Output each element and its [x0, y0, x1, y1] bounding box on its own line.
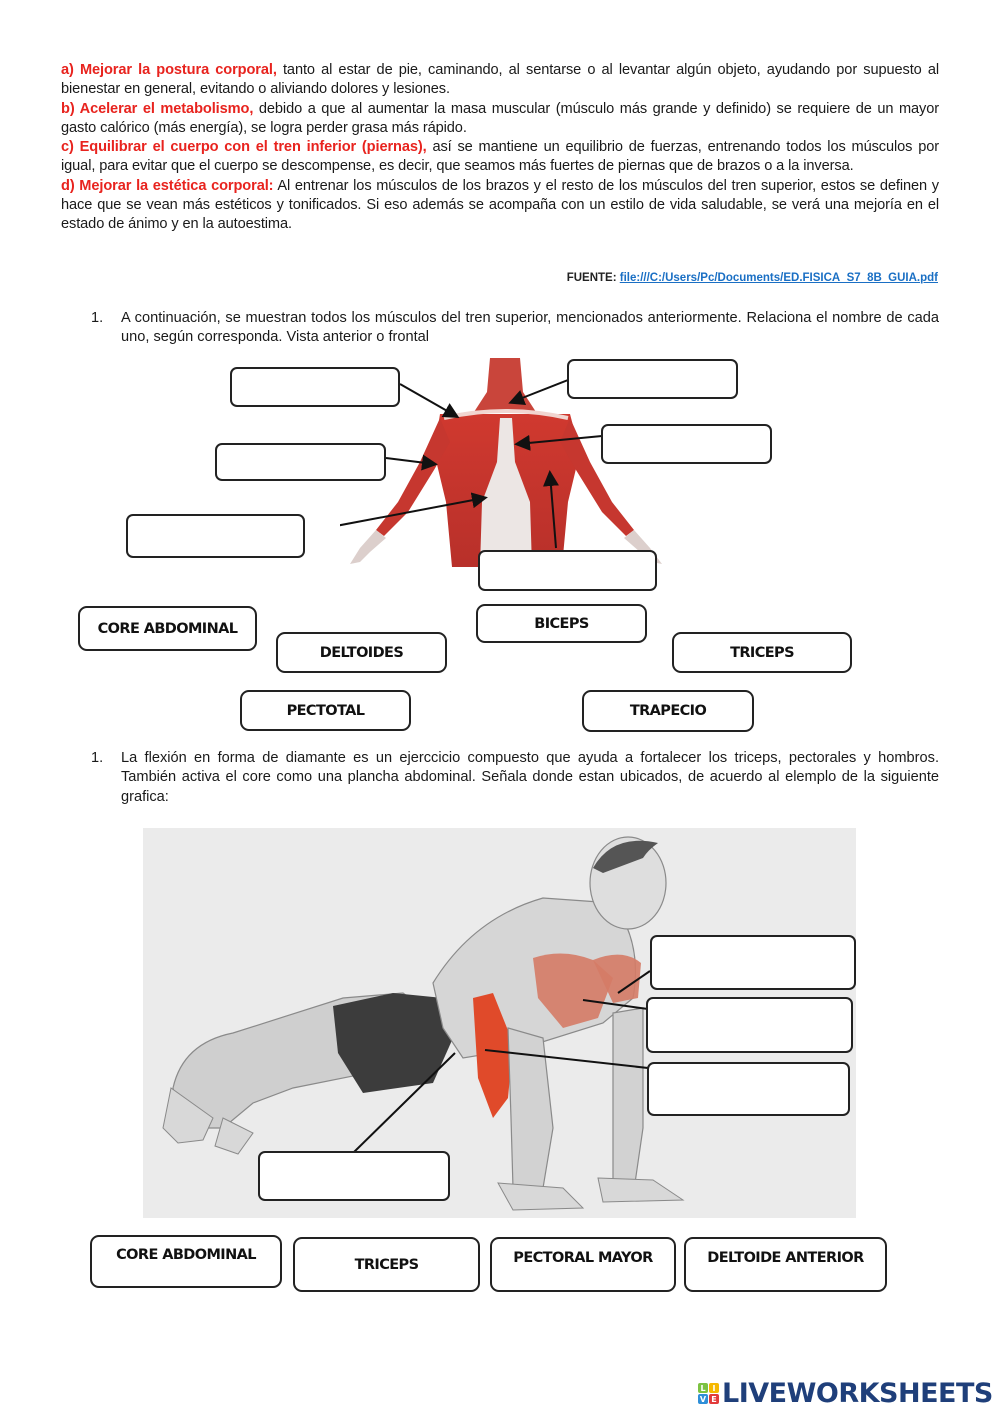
answer-input[interactable] [480, 552, 655, 589]
live-cube-icon: L I V E [698, 1383, 719, 1404]
brand-name: LIVEWORKSHEETS [722, 1378, 993, 1409]
point-c-text: así se mantiene un equilibrio de fuerzas… [61, 139, 939, 175]
point-a-text: tanto al estar de pie, caminando, al sen… [61, 62, 939, 98]
logo-letter-l: L [698, 1383, 708, 1393]
option-deltoide-anterior[interactable]: DELTOIDE ANTERIOR [684, 1237, 887, 1292]
drop-zone-1-3[interactable] [601, 424, 772, 464]
option-pectotal[interactable]: PECTOTAL [240, 690, 411, 731]
drop-zone-1-5[interactable] [126, 514, 305, 558]
drop-zone-2-2[interactable] [646, 997, 853, 1053]
source-label: FUENTE: [566, 272, 620, 284]
point-c-title: c) Equilibrar el cuerpo con el tren infe… [61, 139, 427, 156]
logo-letter-i: I [709, 1383, 719, 1393]
option-trapecio[interactable]: TRAPECIO [582, 690, 754, 732]
answer-input[interactable] [648, 999, 851, 1051]
option-triceps-2[interactable]: TRICEPS [293, 1237, 480, 1292]
option-pectoral-mayor[interactable]: PECTORAL MAYOR [490, 1237, 676, 1292]
drop-zone-1-1[interactable] [230, 367, 400, 407]
point-d-text: Al entrenar los músculos de los brazos y… [61, 177, 939, 233]
option-core-abdominal-2[interactable]: CORE ABDOMINAL [90, 1235, 282, 1288]
intro-text: a) Mejorar la postura corporal, tanto al… [61, 61, 939, 235]
source-link[interactable]: file:///C:/Users/Pc/Documents/ED.FISICA_… [619, 272, 938, 284]
option-core-abdominal[interactable]: CORE ABDOMINAL [78, 606, 257, 651]
question-text: A continuación, se muestran todos los mú… [121, 310, 939, 346]
question-1: 1. A continuación, se muestran todos los… [91, 309, 939, 348]
question-number: 1. [91, 750, 104, 766]
question-number: 1. [91, 310, 104, 326]
question-text: La flexión en forma de diamante es un ej… [121, 750, 939, 805]
question-2: 1. La flexión en forma de diamante es un… [91, 749, 939, 807]
drop-zone-2-4[interactable] [258, 1151, 450, 1201]
point-b-text: debido a que al aumentar la masa muscula… [61, 100, 939, 136]
logo-letter-e: E [709, 1394, 719, 1404]
answer-input[interactable] [217, 445, 384, 479]
drop-zone-1-6[interactable] [478, 550, 657, 591]
source-citation: FUENTE: file:///C:/Users/Pc/Documents/ED… [567, 272, 938, 284]
answer-input[interactable] [232, 369, 398, 405]
answer-input[interactable] [128, 516, 303, 556]
answer-input[interactable] [569, 361, 736, 397]
drop-zone-1-2[interactable] [567, 359, 738, 399]
point-d-title: d) Mejorar la estética corporal: [61, 177, 274, 194]
drop-zone-2-3[interactable] [647, 1062, 850, 1116]
drop-zone-1-4[interactable] [215, 443, 386, 481]
option-triceps[interactable]: TRICEPS [672, 632, 852, 673]
drop-zone-2-1[interactable] [650, 935, 856, 990]
logo-letter-v: V [698, 1394, 708, 1404]
anterior-muscle-figure [340, 358, 662, 567]
answer-input[interactable] [260, 1153, 448, 1199]
option-deltoides[interactable]: DELTOIDES [276, 632, 447, 673]
answer-input[interactable] [649, 1064, 848, 1114]
option-biceps[interactable]: BICEPS [476, 604, 647, 643]
point-a-title: a) Mejorar la postura corporal, [61, 62, 277, 78]
answer-input[interactable] [603, 426, 770, 462]
answer-input[interactable] [652, 937, 854, 988]
liveworksheets-logo[interactable]: L I V E LIVEWORKSHEETS [698, 1378, 993, 1409]
point-b-title: b) Acelerar el metabolismo, [61, 100, 254, 117]
